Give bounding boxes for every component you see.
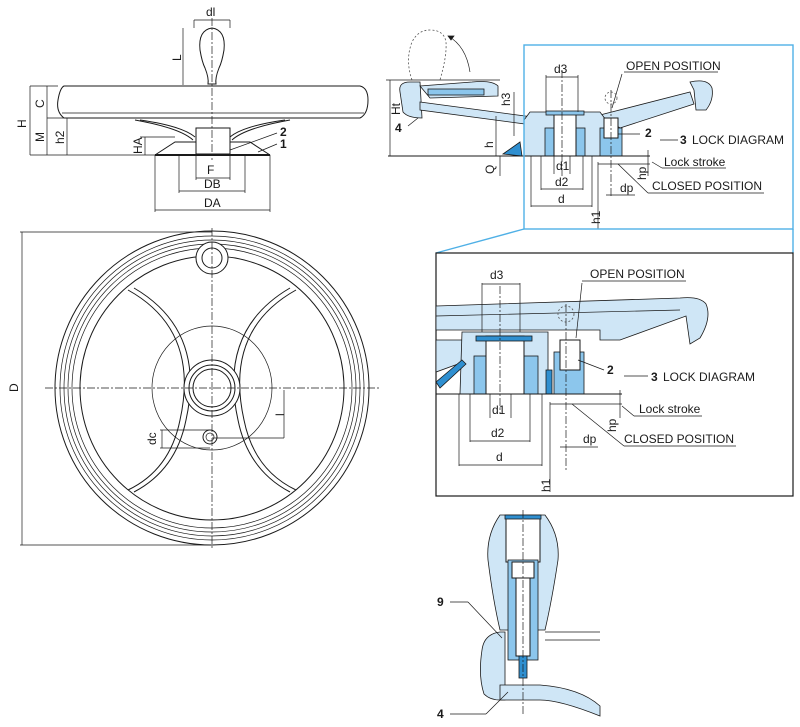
dim-M: M [33,132,47,142]
handle-section: 9 4 [437,510,601,721]
dim-d2: d2 [491,426,505,440]
callout-4: 4 [437,707,444,721]
dim-dl: dl [206,5,215,19]
callout-2: 2 [645,126,652,140]
dim-d: d [496,450,503,464]
callout-4: 4 [395,121,402,135]
dim-d3: d3 [490,268,504,282]
callout-2: 2 [280,125,287,139]
label-closed-position: CLOSED POSITION [624,432,734,446]
dim-Q: Q [483,165,497,174]
dim-d2: d2 [555,175,569,189]
label-lock-stroke: Lock stroke [639,402,701,416]
label-open-position: OPEN POSITION [626,59,721,73]
side-view: dl L H C M h2 HA F DB DA 2 1 [15,5,369,212]
hub [195,127,231,155]
dim-d3: d3 [554,62,568,76]
dim-hp: hp [605,418,619,432]
dim-C: C [33,99,47,108]
dim-Ht: Ht [389,102,403,115]
label-lock-diagram: LOCK DIAGRAM [692,133,784,147]
dim-HA: HA [131,137,145,154]
callout-3: 3 [651,370,658,384]
dim-F: F [207,163,214,177]
dim-h1: h1 [589,210,603,224]
dim-dc: dc [145,432,159,445]
dim-H: H [15,119,29,128]
dim-L: L [170,54,184,61]
dim-h3: h3 [499,92,513,106]
callout-2: 2 [607,363,614,377]
section-view: Ht h3 h Q d3 d1 d2 d h1 hp dp 4 2 3 LOCK… [386,29,784,229]
dim-h1: h1 [539,478,553,492]
dim-DB: DB [204,177,221,191]
detail-view: d3 d1 d2 d h1 hp dp 2 3 LOCK DIAGRAM OPE… [435,252,794,497]
dim-d1: d1 [556,159,570,173]
dim-d: d [558,192,565,206]
wheel-rim [57,85,369,119]
label-closed-position: CLOSED POSITION [652,179,762,193]
dim-DA: DA [204,196,221,210]
detail-marker-frame [523,44,794,230]
front-view: D dc l [7,228,380,550]
dim-dp: dp [583,432,597,446]
dim-d1: d1 [492,403,506,417]
dim-h: h [482,141,496,148]
detail-frame [435,252,794,497]
detail-connector [435,228,525,254]
label-lock-stroke: Lock stroke [664,155,726,169]
dim-h2: h2 [53,130,67,144]
dim-dp: dp [620,181,634,195]
dim-l: l [273,413,287,416]
dim-hp: hp [635,166,649,180]
label-open-position: OPEN POSITION [590,267,685,281]
dim-D: D [7,383,21,392]
callout-1: 1 [280,137,287,151]
label-lock-diagram: LOCK DIAGRAM [663,370,755,384]
callout-9: 9 [437,595,444,609]
callout-3: 3 [680,133,687,147]
